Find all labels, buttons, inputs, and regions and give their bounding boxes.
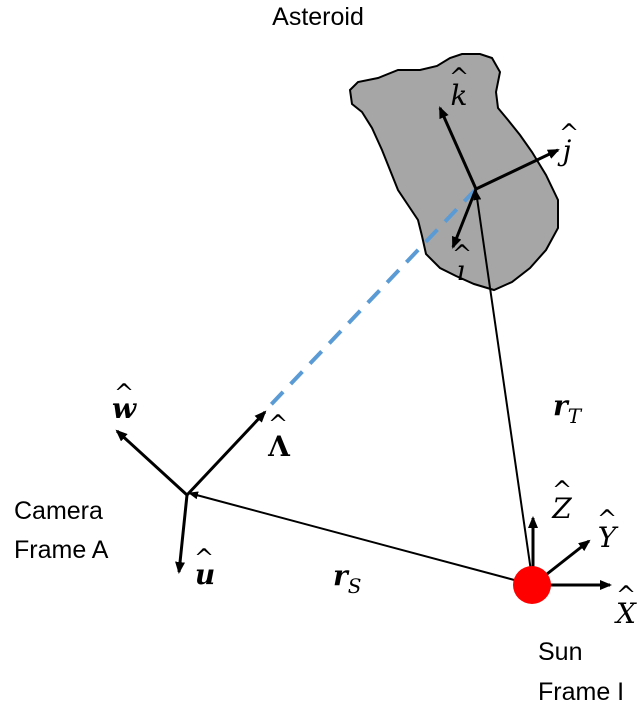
w-hat-label: ^ w [112, 379, 137, 425]
y-hat-label: ^ Y [597, 505, 619, 554]
svg-text:^: ^ [552, 476, 572, 504]
svg-text:Λ: Λ [267, 430, 291, 463]
asteroid-i-axis [451, 188, 478, 249]
lambda-hat-label: ^ Λ [267, 410, 291, 463]
sun-frame-label-line1: Sun [538, 638, 582, 666]
svg-text:^: ^ [449, 63, 469, 91]
r-s-label: rS [333, 559, 361, 598]
svg-text:^: ^ [194, 544, 214, 572]
asteroid-title: Asteroid [272, 3, 364, 31]
svg-text:ı: ı [457, 254, 466, 287]
sun-dot [513, 566, 551, 604]
r-t-label: rT [553, 389, 583, 428]
asteroid-k-axis [438, 106, 478, 190]
svg-text:w: w [112, 392, 137, 425]
j-hat-label: ^ j [557, 119, 579, 167]
svg-text:Y: Y [598, 521, 619, 554]
i-hat-label: ^ ı [452, 240, 472, 287]
camera-lambda-axis [185, 410, 267, 497]
asteroid-shape [348, 53, 559, 292]
asteroid-j-axis [475, 148, 560, 191]
r-s-vector [188, 491, 534, 586]
u-hat-label: ^ u [194, 544, 215, 591]
x-hat-label: ^ X [614, 581, 637, 630]
svg-text:^: ^ [114, 379, 134, 407]
r-t-vector [473, 190, 534, 586]
z-hat-label: ^ Z [551, 476, 572, 525]
camera-w-axis [115, 429, 189, 497]
line-of-sight [262, 187, 478, 414]
svg-text:^: ^ [452, 240, 472, 268]
svg-text:^: ^ [268, 410, 288, 438]
svg-text:k: k [451, 79, 468, 112]
svg-text:^: ^ [597, 505, 617, 533]
svg-text:^: ^ [559, 119, 579, 147]
sun-frame-label-line2: Frame I [538, 678, 624, 706]
camera-frame-label-line1: Camera [14, 497, 103, 525]
camera-u-axis [175, 494, 189, 574]
camera-frame-label-line2: Frame A [14, 536, 109, 564]
k-hat-label: ^ k [449, 63, 469, 112]
svg-text:^: ^ [616, 581, 636, 609]
svg-text:u: u [195, 558, 215, 591]
svg-text:X: X [614, 597, 637, 630]
svg-text:Z: Z [551, 492, 572, 525]
